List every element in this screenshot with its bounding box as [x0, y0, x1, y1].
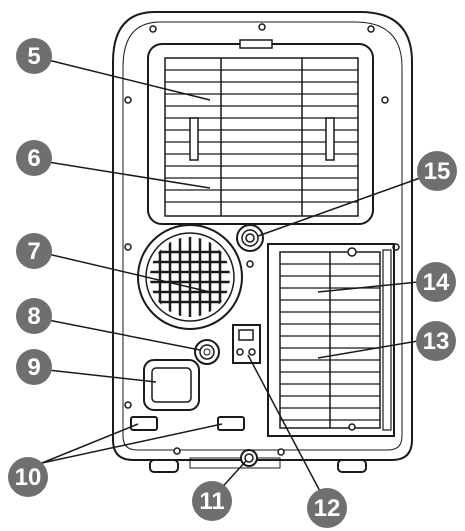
callout-5: 5 — [16, 38, 52, 74]
foot-left — [149, 459, 179, 473]
leader-line-7 — [47, 253, 211, 293]
leader-line-10b — [41, 423, 223, 464]
callout-label: 9 — [27, 354, 40, 381]
bottom-plate — [189, 457, 281, 469]
callout-label: 13 — [423, 328, 450, 355]
callouts: 5 6 7 8 9 10 11 12 — [8, 38, 457, 528]
exhaust-outlet — [137, 224, 243, 330]
callout-label: 5 — [27, 43, 40, 70]
callout-label: 8 — [27, 303, 40, 330]
leader-line-12 — [247, 354, 323, 496]
leader-line-8 — [47, 319, 201, 351]
callout-7: 7 — [16, 233, 52, 269]
cord-bracket-right — [217, 416, 245, 431]
leader-line-5 — [47, 59, 211, 101]
callout-label: 10 — [15, 464, 42, 491]
foot-right — [337, 459, 367, 473]
callout-label: 14 — [423, 269, 450, 296]
leader-line-9 — [47, 369, 157, 383]
callout-8: 8 — [16, 298, 52, 334]
callout-label: 7 — [27, 238, 40, 265]
middle-drain-outlet — [194, 339, 220, 365]
upper-drain-outlet — [236, 224, 264, 252]
leader-line-10a — [41, 423, 139, 464]
callout-9: 9 — [16, 349, 52, 385]
leader-line-14 — [317, 281, 419, 293]
callout-6: 6 — [16, 140, 52, 176]
callout-14: 14 — [416, 262, 456, 302]
callout-10: 10 — [8, 457, 48, 497]
leader-line-6 — [47, 161, 211, 189]
unit-body — [112, 11, 413, 473]
leader-line-13 — [317, 340, 419, 359]
callout-13: 13 — [416, 321, 456, 361]
callout-11: 11 — [192, 481, 232, 521]
callout-label: 11 — [199, 488, 224, 515]
housing-outline — [112, 11, 413, 461]
callout-12: 12 — [307, 488, 347, 528]
callout-label: 6 — [27, 145, 40, 172]
leader-lines — [41, 59, 421, 496]
power-socket — [232, 324, 261, 364]
upper-filter-grille — [147, 39, 374, 225]
lower-filter-grille — [267, 243, 395, 437]
housing-inner-outline — [122, 21, 403, 451]
leader-line-15 — [257, 177, 421, 237]
power-cord-holder — [143, 359, 200, 411]
cord-bracket-left — [130, 416, 158, 431]
callout-label: 15 — [424, 158, 451, 185]
cord-brackets — [130, 416, 245, 431]
callout-15: 15 — [417, 151, 457, 191]
callout-label: 12 — [314, 495, 341, 522]
